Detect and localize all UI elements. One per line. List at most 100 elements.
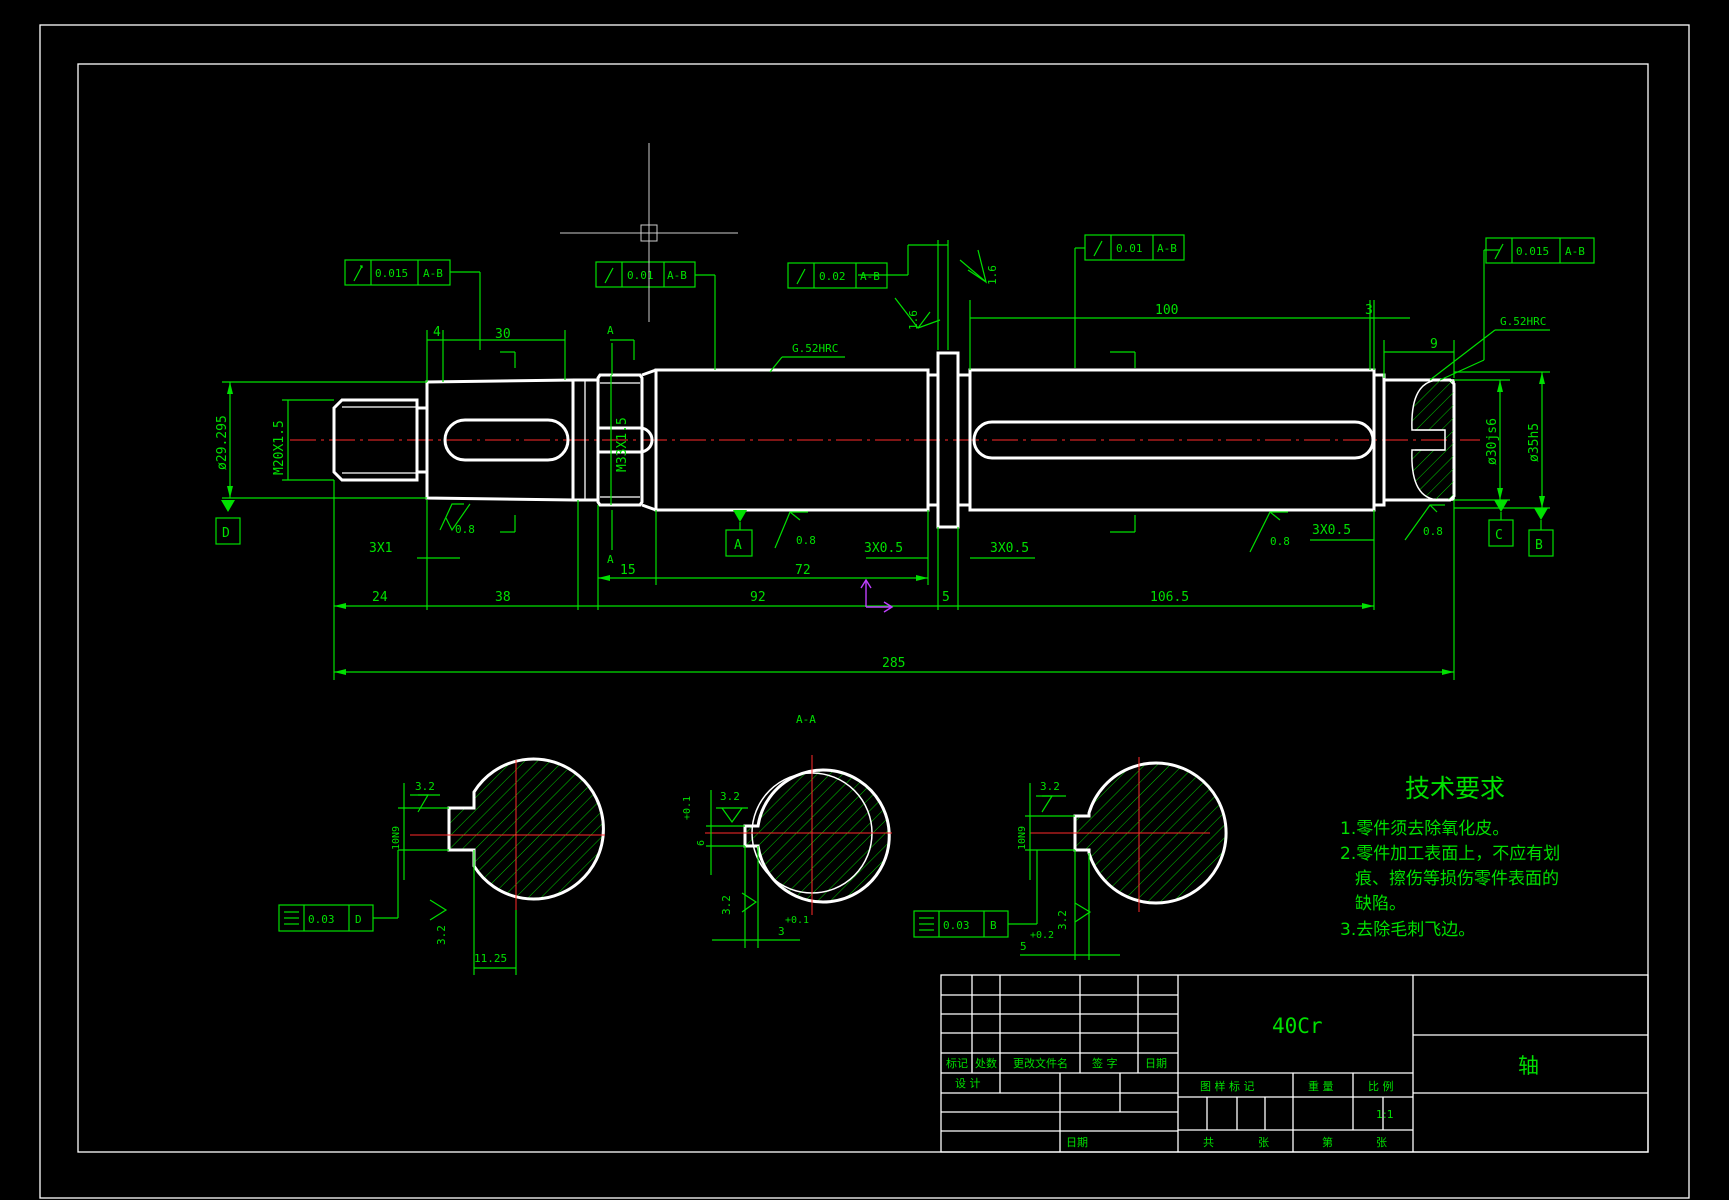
dim-d35: ø35h5 [1527, 423, 1542, 462]
dimension-arrowheads [227, 372, 1545, 675]
tb-scale-value: 1:1 [1376, 1108, 1394, 1121]
dim-3x1: 3X1 [369, 541, 392, 556]
section2-width: 6 [696, 840, 707, 846]
tolerance-ref: B [990, 919, 997, 932]
section2-depth-tol: +0.1 [785, 915, 809, 926]
tolerance-value: 0.01 [627, 269, 654, 282]
tolerance-value: 0.01 [1116, 242, 1143, 255]
hardness-label-right: G.52HRC [1500, 315, 1546, 328]
tolerance-value: 0.02 [819, 270, 846, 283]
tb-material: 40Cr [1272, 1014, 1323, 1038]
dim-38: 38 [495, 590, 511, 605]
tolerance-frame-5: 0.015 A-B [1485, 237, 1595, 264]
tb-part-name: 轴 [1518, 1054, 1539, 1078]
title-block: 标记 处数 更改文件名 签 字 日期 设 计 日期 图 样 标 记 重 量 比 … [940, 974, 1649, 1153]
roughness-08-a: 0.8 [455, 523, 475, 536]
roughness-08-d: 0.8 [1423, 525, 1443, 538]
section-mark-a-top: A [607, 324, 614, 337]
dimension-lines-lower [333, 480, 1455, 680]
drawing-frame [39, 24, 1690, 1199]
tb-sign: 签 字 [1092, 1056, 1118, 1070]
section1-roughness-bottom: 3.2 [435, 925, 448, 945]
datum-d: D [222, 526, 230, 541]
tech-line-1: 1.零件须去除氧化皮。 [1340, 819, 1509, 839]
datum-c: C [1495, 528, 1503, 543]
dim-100: 100 [1155, 303, 1178, 318]
tolerance-value: 0.03 [308, 913, 335, 926]
dim-15: 15 [620, 563, 636, 578]
tb-date2: 日期 [1066, 1136, 1088, 1149]
dim-d30: ø30js6 [1485, 418, 1500, 465]
tech-line-5: 3.去除毛刺飞边。 [1340, 920, 1475, 940]
shaft-outline [332, 351, 1456, 529]
dim-72: 72 [795, 563, 811, 578]
ucs-icon [860, 578, 894, 613]
dim-9: 9 [1430, 337, 1438, 352]
section2-roughness-bottom: 3.2 [720, 895, 733, 915]
section2-roughness-top: 3.2 [720, 790, 740, 803]
tolerance-ref: A-B [1565, 245, 1585, 258]
tolerance-value: 0.015 [375, 267, 408, 280]
crosshair-cursor [560, 143, 738, 322]
tech-line-4: 缺陷。 [1355, 894, 1406, 914]
tolerance-ref: A-B [667, 269, 687, 282]
dim-4: 4 [433, 325, 441, 340]
roughness-symbols [439, 249, 1445, 553]
roughness-08-c: 0.8 [1270, 535, 1290, 548]
tolerance-ref: A-B [423, 267, 443, 280]
technical-requirements: 技术要求 1.零件须去除氧化皮。 2.零件加工表面上，不应有划 痕、擦伤等损伤零… [1340, 774, 1560, 940]
section-view-1: 10N9 11.25 3.2 3.2 0.03 D [278, 757, 605, 975]
tech-line-3: 痕、擦伤等损伤零件表面的 [1355, 869, 1559, 889]
datum-markers: D A C B [215, 500, 1554, 557]
section3-width: 10N9 [1017, 826, 1028, 850]
tolerance-frame-2: 0.01 A-B [595, 261, 696, 288]
section-view-3: 10N9 5 +0.2 3.2 3.2 0.03 B [913, 757, 1228, 960]
roughness-16-a: 1.6 [907, 310, 920, 330]
section-mark-a-bottom: A [607, 553, 614, 566]
dim-30: 30 [495, 327, 511, 342]
tb-date: 日期 [1145, 1057, 1167, 1070]
tb-weight: 重 量 [1308, 1079, 1334, 1093]
dim-24: 24 [372, 590, 388, 605]
hardness-label-left: G.52HRC [792, 342, 838, 355]
dim-m20: M20X1.5 [272, 420, 287, 475]
tb-doc: 更改文件名 [1013, 1056, 1068, 1070]
section1-roughness-top: 3.2 [415, 780, 435, 793]
tb-total: 共 [1203, 1136, 1214, 1149]
section2-depth: 3 [778, 925, 785, 938]
tech-line-2: 2.零件加工表面上，不应有划 [1340, 844, 1560, 864]
dim-5: 5 [942, 590, 950, 605]
tb-design: 设 计 [955, 1077, 981, 1090]
tolerance-value: 0.03 [943, 919, 970, 932]
dim-3x05-c: 3X0.5 [1312, 523, 1351, 538]
tb-sheet2: 张 [1376, 1136, 1387, 1149]
tolerance-frame-1: 0.015 A-B [344, 259, 451, 286]
dim-106-5: 106.5 [1150, 590, 1189, 605]
dimension-texts: 4 30 100 3 9 ø29.295 M20X1.5 M33X1.5 ø30… [215, 303, 1542, 671]
dimension-lines-upper [222, 240, 1550, 550]
datum-b: B [1535, 538, 1543, 553]
dim-92: 92 [750, 590, 766, 605]
dim-3x05-a: 3X0.5 [864, 541, 903, 556]
tolerance-ref: D [355, 913, 362, 926]
tolerance-ref: A-B [1157, 242, 1177, 255]
tolerance-ref: A-B [860, 270, 880, 283]
tb-mark: 标记 [946, 1056, 968, 1070]
roughness-16-b: 1.6 [986, 265, 999, 285]
tolerance-frame-3: 0.02 A-B [787, 262, 888, 289]
section2-width-tol: +0.1 [682, 796, 693, 820]
dim-285: 285 [882, 656, 905, 671]
section-view-label: A-A [796, 713, 816, 726]
section3-depth-tol: +0.2 [1030, 930, 1054, 941]
section3-roughness-top: 3.2 [1040, 780, 1060, 793]
dim-3: 3 [1365, 303, 1373, 318]
tb-scale-label: 比 例 [1368, 1079, 1394, 1093]
section3-depth: 5 [1020, 940, 1027, 953]
tb-count: 处数 [975, 1057, 997, 1070]
roughness-08-b: 0.8 [796, 534, 816, 547]
section1-depth: 11.25 [474, 952, 507, 965]
section1-width: 10N9 [391, 826, 402, 850]
datum-a: A [734, 538, 742, 553]
tb-sheet: 张 [1258, 1136, 1269, 1149]
